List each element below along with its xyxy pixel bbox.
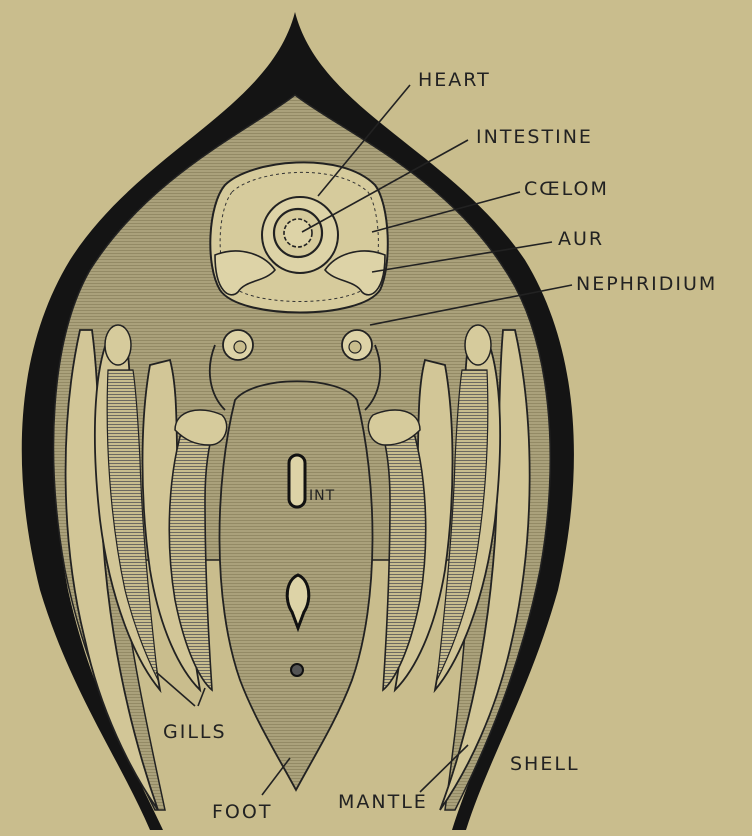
label-intestine: INTESTINE xyxy=(476,126,593,148)
label-nephridium: NEPHRIDIUM xyxy=(576,273,717,295)
label-gills: GILLS xyxy=(163,721,227,743)
label-mantle: MANTLE xyxy=(338,791,428,813)
int-section-lower xyxy=(291,664,303,676)
int-section-upper xyxy=(289,455,305,507)
label-heart: HEART xyxy=(418,69,491,91)
label-foot: FOOT xyxy=(212,801,272,823)
leader-gills-right xyxy=(198,688,205,706)
label-aur: AUR xyxy=(558,228,604,250)
left-outer-gill-tip xyxy=(105,325,131,365)
nephridium-loop-left-inner xyxy=(234,341,246,353)
right-outer-gill-tip xyxy=(465,325,491,365)
intestine-lumen xyxy=(284,219,312,247)
leader-foot xyxy=(262,758,290,795)
label-coelom: CŒLOM xyxy=(524,178,609,200)
label-int: INT xyxy=(309,488,335,504)
nephridium-loop-right-inner xyxy=(349,341,361,353)
label-shell: SHELL xyxy=(510,753,580,775)
